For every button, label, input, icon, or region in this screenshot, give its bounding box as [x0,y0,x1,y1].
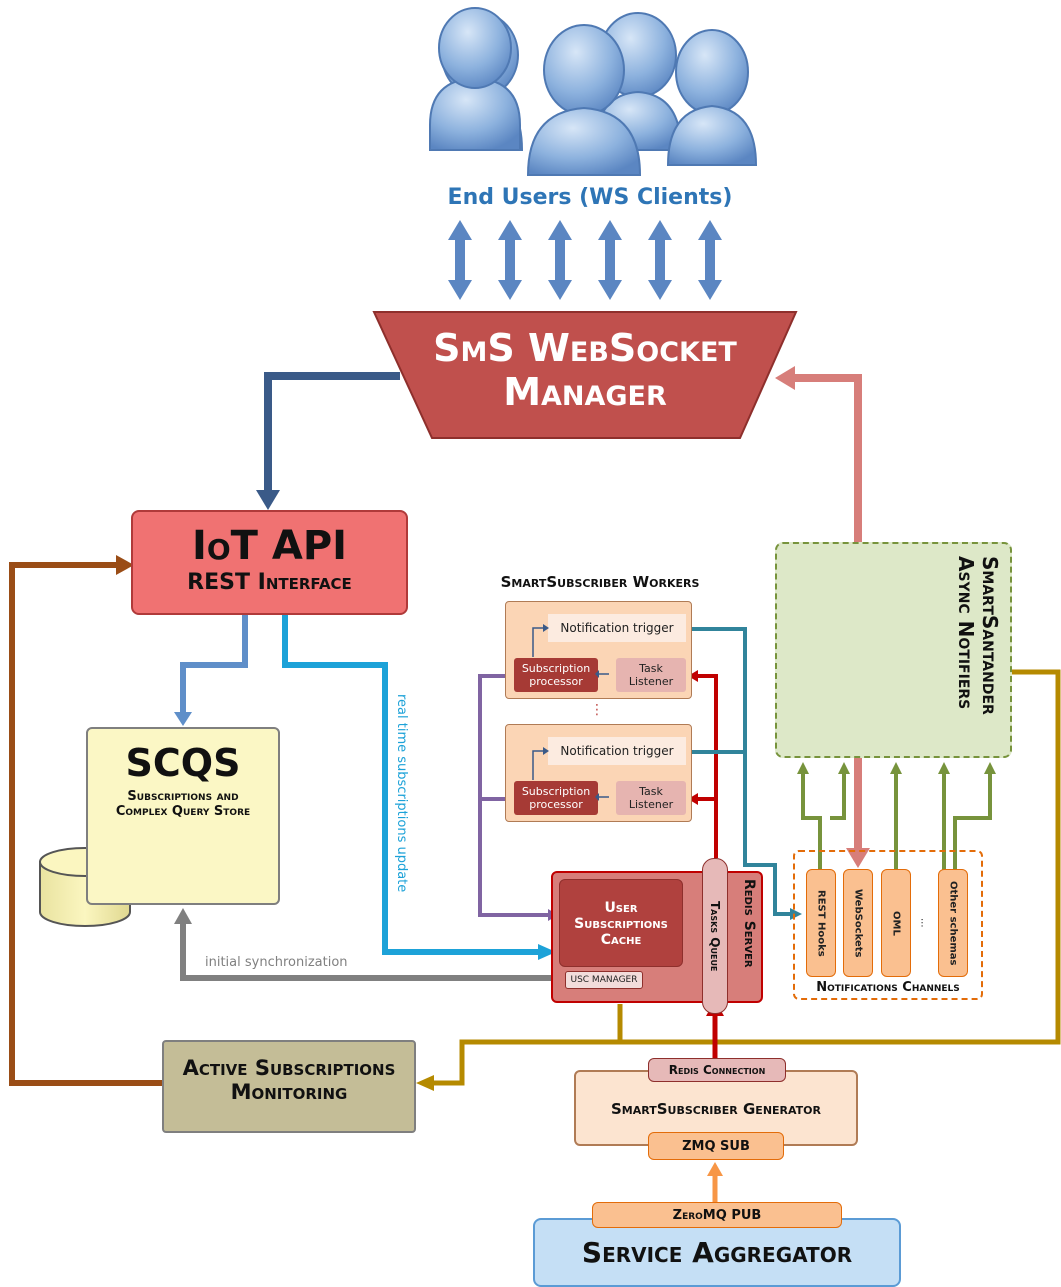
zmq-sub: ZMQ SUB [648,1132,784,1160]
channel-websockets: WebSockets [843,869,873,977]
client-connection-arrows [448,220,722,300]
notification-trigger: Notification trigger [548,737,686,765]
end-users-label: End Users (WS Clients) [447,185,733,210]
initial-sync-arrow [180,922,555,981]
scqs-title: SCQS [125,741,241,785]
ws-manager-shape [372,311,798,439]
subscription-processor: Subscription processor [514,658,598,692]
worker-internal-arrows [532,624,549,657]
notification-trigger: Notification trigger [548,614,686,642]
workers-title: SmartSubscriber Workers [500,573,700,591]
channel-ellipsis: ... [918,918,930,928]
generator-title: SmartSubscriber Generator [610,1100,821,1118]
iot-api-box: IoT API REST Interface [131,510,408,615]
cache-to-processors-arrow [478,674,556,917]
queue-to-listeners-arrow [696,674,718,858]
async-notifiers-line2: Async Notifiers [954,556,978,710]
end-users-icon [429,7,758,176]
scqs-line1: Subscriptions and [127,789,239,804]
task-listener: Task Listener [616,781,686,815]
iot-to-scqs-arrow [180,615,248,715]
async-notifiers-title: SmartSantander Async Notifiers [954,556,1002,715]
scqs-line2: Complex Query Store [115,804,251,819]
usc-manager: USC MANAGER [565,971,643,989]
ws-manager-line1: SmS WebSocket [433,326,737,370]
worker-internal-arrows [532,747,549,780]
user-subscriptions-cache: User Subscriptions Cache [559,879,683,967]
realtime-label: real time subscriptions update [394,694,409,893]
redis-server-box: User Subscriptions Cache USC MANAGER Red… [551,871,763,1003]
initial-sync-label: initial synchronization [205,955,348,970]
iot-api-title: IoT API [191,523,348,569]
redis-server-title: Redis Server [741,879,757,968]
channel-oml: OML [881,869,911,977]
notification-channels-box [793,850,983,1000]
cache-line3: Cache [600,932,642,948]
worker-box: Notification trigger Subscription proces… [505,724,692,822]
channels-to-notifiers-arrows [801,772,992,870]
service-aggregator-box: Service Aggregator [533,1218,901,1287]
to-monitoring-arrow [432,669,1061,1086]
cache-line2: Subscriptions [574,916,668,932]
scqs-box: SCQS Subscriptions and Complex Query Sto… [86,727,280,905]
ws-manager-line2: Manager [503,370,667,414]
monitoring-line2: Monitoring [230,1080,348,1104]
notification-channels-title: Notifications Channels [816,980,960,995]
trigger-to-channels-arrow [690,627,792,916]
redis-connection: Redis Connection [648,1058,786,1082]
realtime-update-arrow [282,615,540,955]
channel-rest-hooks: REST Hooks [806,869,836,977]
iot-api-subtitle: REST Interface [187,570,352,595]
monitoring-line1: Active Subscriptions [182,1056,396,1080]
channel-other-schemas: Other schemas [938,869,968,977]
ws-manager-title: SmS WebSocket Manager [430,326,740,414]
zeromq-pub: ZeroMQ PUB [592,1202,842,1228]
monitoring-to-iot-arrow [9,562,165,1086]
monitoring-box: Active Subscriptions Monitoring [162,1040,416,1133]
workers-ellipsis: ⋮ [590,702,604,718]
ws-to-iot-arrow [264,372,400,494]
service-aggregator-title: Service Aggregator [581,1236,853,1269]
async-notifiers-line1: SmartSantander [978,556,1002,715]
cache-line1: User [604,900,638,916]
task-listener: Task Listener [616,658,686,692]
async-notifiers-box: SmartSantander Async Notifiers [775,542,1012,758]
tasks-queue: Tasks Queue [702,858,728,1014]
subscription-processor: Subscription processor [514,781,598,815]
worker-box: Notification trigger Subscription proces… [505,601,692,699]
